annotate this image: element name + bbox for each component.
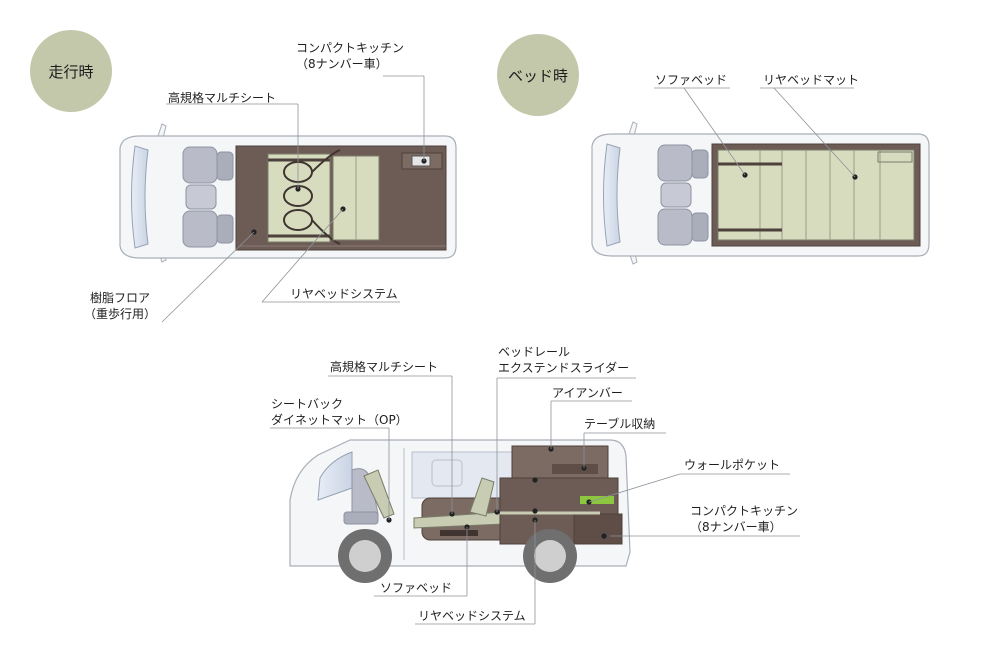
label-compact-kitchen-side-line2: （8ナンバー車） <box>690 520 782 534</box>
label-compact-kitchen-top: コンパクトキッチン （8ナンバー車） <box>296 40 404 72</box>
label-sofa-bed-top: ソファベッド <box>655 73 728 87</box>
label-compact-kitchen-top-line1: コンパクトキッチン <box>296 41 405 55</box>
label-rear-bed-mat: リヤベッドマット <box>763 73 860 87</box>
label-compact-kitchen-side: コンパクトキッチン （8ナンバー車） <box>690 503 798 535</box>
top-view-bed <box>591 87 930 265</box>
label-seatback-line1: シートバック <box>271 397 344 411</box>
driving-mode-badge: 走行時 <box>30 30 112 112</box>
label-bed-rail-line1: ベッドレール <box>498 345 571 359</box>
side-view <box>270 375 800 625</box>
label-compact-kitchen-side-line1: コンパクトキッチン <box>690 504 799 518</box>
label-rear-bed-system-side: リヤベッドシステム <box>418 609 526 623</box>
label-resin-floor-line2: （重歩行用） <box>84 307 157 321</box>
label-rear-bed-system-top: リヤベッドシステム <box>290 287 398 301</box>
label-wall-pocket: ウォールポケット <box>684 458 781 472</box>
label-sofa-bed-side: ソファベッド <box>380 581 453 595</box>
bed-mode-badge: ベッド時 <box>497 34 579 116</box>
label-compact-kitchen-top-line2: （8ナンバー車） <box>296 57 388 71</box>
label-bed-rail-slider: ベッドレール エクステンドスライダー <box>498 344 629 376</box>
label-table-storage: テーブル収納 <box>584 417 656 431</box>
label-multiseat-side: 高規格マルチシート <box>330 360 439 374</box>
label-multiseat-top: 高規格マルチシート <box>168 91 277 105</box>
label-seatback-dinette-mat: シートバック ダイネットマット（OP） <box>271 396 408 428</box>
label-resin-floor: 樹脂フロア （重歩行用） <box>84 290 156 322</box>
top-view-driving <box>119 75 457 323</box>
label-iron-bar: アイアンバー <box>552 386 623 400</box>
label-resin-floor-line1: 樹脂フロア <box>90 291 151 305</box>
label-bed-rail-line2: エクステンドスライダー <box>498 361 630 375</box>
label-seatback-line2: ダイネットマット（OP） <box>271 413 408 427</box>
